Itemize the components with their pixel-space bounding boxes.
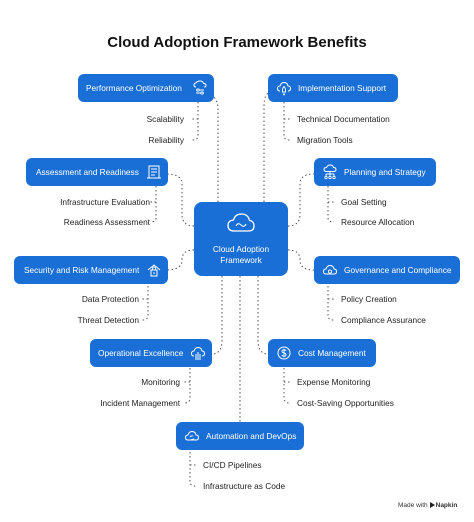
building-checklist-icon xyxy=(146,164,162,180)
node-label: Operational Excellence xyxy=(98,348,184,358)
item-compliance-assurance: Compliance Assurance xyxy=(341,315,426,325)
node-label: Automation and DevOps xyxy=(206,431,297,441)
node-assessment-and-readiness[interactable]: Assessment and Readiness xyxy=(26,158,168,186)
item-threat-detection: Threat Detection xyxy=(77,315,139,325)
center-title-line1: Cloud Adoption xyxy=(212,244,270,254)
lock-icon xyxy=(146,262,162,278)
item-reliability: Reliability xyxy=(148,135,184,145)
made-with-napkin-badge: Made with Napkin xyxy=(398,502,457,509)
node-automation-and-devops[interactable]: Automation and DevOps xyxy=(176,422,304,450)
node-security-and-risk-management[interactable]: Security and Risk Management xyxy=(14,256,168,284)
napkin-logo-icon xyxy=(429,502,435,509)
cloud-sync-icon xyxy=(184,428,200,444)
connector-performance xyxy=(199,91,219,202)
cloud-gear-icon xyxy=(322,262,338,278)
diagram-title: Cloud Adoption Framework Benefits xyxy=(107,34,367,51)
node-planning-and-strategy[interactable]: Planning and Strategy xyxy=(314,158,436,186)
node-label: Assessment and Readiness xyxy=(36,167,139,177)
node-label: Implementation Support xyxy=(298,83,387,93)
node-label: Planning and Strategy xyxy=(344,167,426,177)
node-governance-and-compliance[interactable]: Governance and Compliance xyxy=(314,256,460,284)
cloud-rocket-icon xyxy=(276,80,292,96)
item-readiness-assessment: Readiness Assessment xyxy=(63,217,150,227)
bracket-operational xyxy=(183,364,191,404)
item-data-protection: Data Protection xyxy=(81,294,139,304)
cloud-up-icon xyxy=(190,345,206,361)
connector-security xyxy=(165,249,195,271)
item-scalability: Scalability xyxy=(146,114,184,124)
cloud-sliders-icon xyxy=(192,80,208,96)
center-title-line2: Framework xyxy=(220,255,262,265)
item-technical-documentation: Technical Documentation xyxy=(297,114,390,124)
connector-assessment xyxy=(165,173,195,227)
connector-cost xyxy=(257,276,269,355)
node-cost-management[interactable]: Cost Management xyxy=(268,339,376,367)
center-node: Cloud Adoption Framework xyxy=(194,202,288,276)
item-resource-allocation: Resource Allocation xyxy=(341,217,415,227)
node-label: Security and Risk Management xyxy=(24,265,140,275)
badge-prefix: Made with xyxy=(398,502,428,509)
connector-implementation xyxy=(263,91,273,202)
item-infrastructure-as-code: Infrastructure as Code xyxy=(203,481,286,491)
bracket-automation xyxy=(189,448,197,487)
bracket-implementation xyxy=(283,102,291,141)
cloud-network-icon xyxy=(322,164,338,180)
connector-governance xyxy=(287,249,315,271)
bracket-cost xyxy=(283,364,291,404)
item-migration-tools: Migration Tools xyxy=(297,135,353,145)
item-cost-saving-opportunities: Cost-Saving Opportunities xyxy=(297,398,394,408)
dollar-cloud-icon xyxy=(276,345,292,361)
item-monitoring: Monitoring xyxy=(141,377,180,387)
node-performance-optimization[interactable]: Performance Optimization xyxy=(78,74,214,102)
node-implementation-support[interactable]: Implementation Support xyxy=(268,74,398,102)
item-policy-creation: Policy Creation xyxy=(341,294,397,304)
bracket-governance xyxy=(327,282,335,321)
connector-planning xyxy=(287,173,315,227)
node-label: Performance Optimization xyxy=(86,83,182,93)
bracket-assessment xyxy=(149,186,157,223)
cloud-icon xyxy=(227,212,255,234)
node-label: Governance and Compliance xyxy=(344,265,452,275)
badge-brand: Napkin xyxy=(435,502,458,509)
bracket-security xyxy=(141,282,149,321)
item-infrastructure-evaluation: Infrastructure Evaluation xyxy=(60,197,150,207)
bracket-planning xyxy=(327,186,335,223)
bracket-performance xyxy=(191,102,199,141)
item-expense-monitoring: Expense Monitoring xyxy=(297,377,371,387)
item-goal-setting: Goal Setting xyxy=(341,197,387,207)
connector-operational xyxy=(211,276,223,355)
node-label: Cost Management xyxy=(298,348,366,358)
item-ci-cd-pipelines: CI/CD Pipelines xyxy=(203,460,262,470)
item-incident-management: Incident Management xyxy=(100,398,180,408)
node-operational-excellence[interactable]: Operational Excellence xyxy=(90,339,212,367)
